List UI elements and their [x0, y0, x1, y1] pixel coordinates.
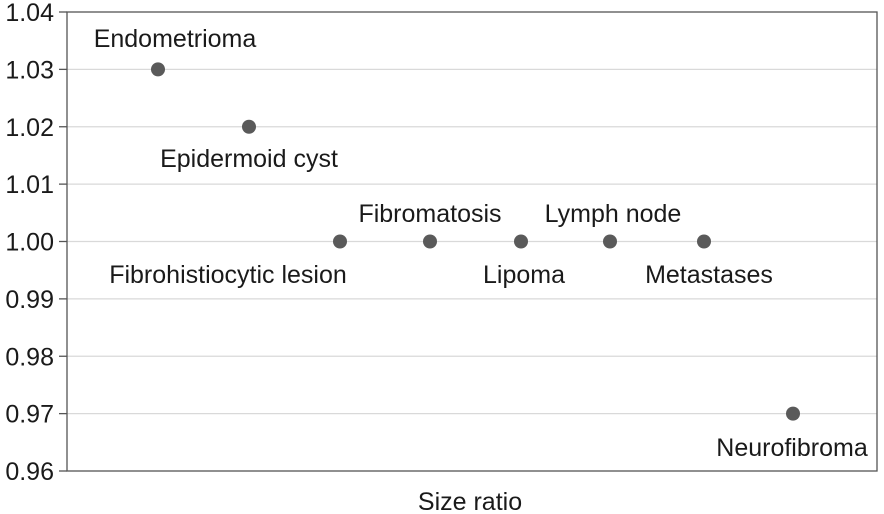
point-label: Metastases — [645, 261, 773, 289]
y-tick-label: 1.03 — [5, 56, 54, 84]
data-point — [697, 234, 711, 249]
data-point — [603, 234, 617, 249]
data-point — [514, 234, 528, 249]
data-point — [333, 234, 347, 249]
gridlines — [67, 68, 877, 415]
y-axis-ticks: 0.96 0.97 0.98 0.99 1.00 1.01 1.02 1.03 1.04 — [5, 0, 67, 486]
data-point — [151, 62, 165, 77]
point-label: Endometrioma — [94, 25, 257, 53]
point-label: Fibromatosis — [358, 200, 501, 228]
point-label: Lymph node — [545, 200, 682, 228]
data-point — [786, 406, 800, 421]
point-label: Lipoma — [483, 261, 565, 289]
y-tick-label: 0.99 — [5, 286, 54, 314]
y-tick-label: 1.02 — [5, 114, 54, 142]
data-point — [423, 234, 437, 249]
y-tick-label: 0.98 — [5, 343, 54, 371]
point-label: Epidermoid cyst — [160, 145, 338, 173]
y-tick-label: 0.97 — [5, 401, 54, 429]
data-point — [242, 119, 256, 134]
y-tick-label: 1.00 — [5, 229, 54, 257]
point-label: Neurofibroma — [716, 434, 868, 462]
point-label: Fibrohistiocytic lesion — [109, 261, 347, 289]
y-tick-label: 0.96 — [5, 458, 54, 486]
plot-frame — [66, 11, 878, 472]
y-tick-label: 1.04 — [5, 0, 54, 27]
x-axis-title: Size ratio — [418, 488, 522, 514]
y-tick-label: 1.01 — [5, 171, 54, 199]
